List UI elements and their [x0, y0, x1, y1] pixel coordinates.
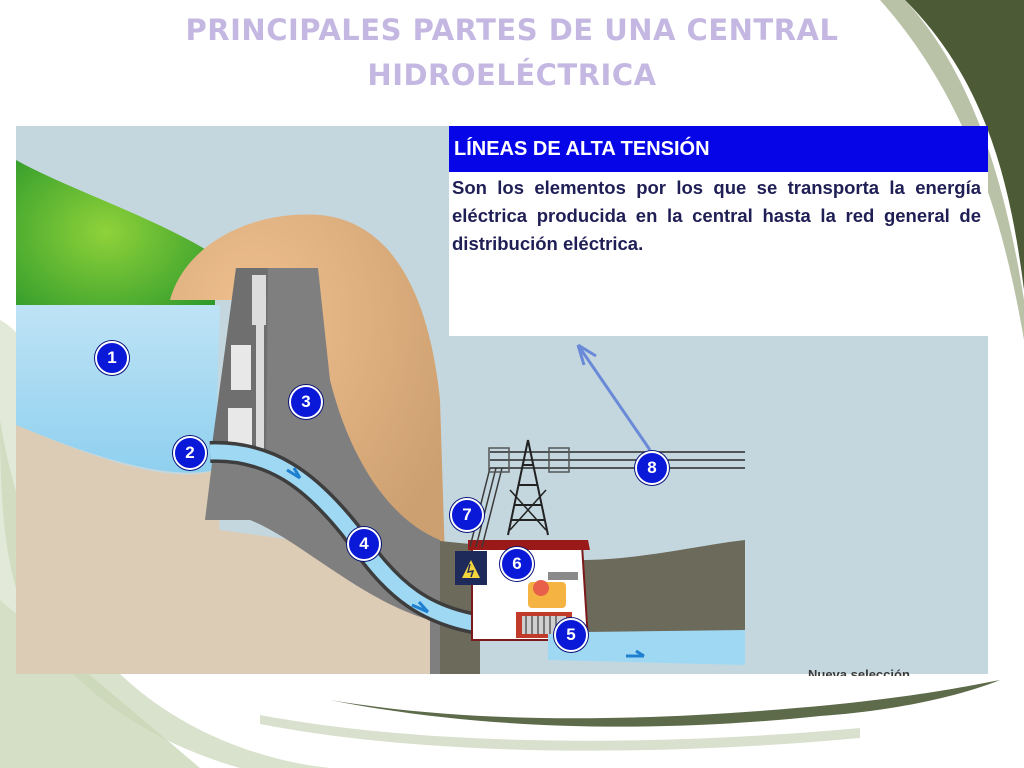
marker-6[interactable]: 6 — [500, 547, 534, 581]
slide-title: PRINCIPALES PARTES DE UNA CENTRAL HIDROE… — [150, 8, 874, 98]
dam-gallery — [231, 345, 251, 390]
marker-5[interactable]: 5 — [554, 618, 588, 652]
penstock — [209, 444, 521, 636]
marker-7[interactable]: 7 — [450, 498, 484, 532]
info-heading: LÍNEAS DE ALTA TENSIÓN — [449, 126, 988, 172]
background-hill — [580, 540, 745, 640]
info-box: LÍNEAS DE ALTA TENSIÓN Son los elementos… — [449, 126, 988, 336]
footer-fragment: Nueva selección — [808, 668, 910, 676]
reservoir-water — [16, 305, 220, 473]
marker-2[interactable]: 2 — [173, 436, 207, 470]
pointer-arrow — [578, 347, 652, 451]
marker-4[interactable]: 4 — [347, 527, 381, 561]
marker-8[interactable]: 8 — [635, 451, 669, 485]
tailrace-water — [548, 630, 745, 665]
title-line-1: PRINCIPALES PARTES DE UNA CENTRAL — [185, 13, 839, 47]
ground — [16, 425, 440, 674]
transmission-tower — [507, 439, 549, 536]
marker-3[interactable]: 3 — [289, 385, 323, 419]
green-hill — [16, 160, 215, 320]
marker-1[interactable]: 1 — [95, 341, 129, 375]
title-line-2: HIDROELÉCTRICA — [367, 58, 657, 92]
info-description: Son los elementos por los que se transpo… — [452, 177, 981, 254]
